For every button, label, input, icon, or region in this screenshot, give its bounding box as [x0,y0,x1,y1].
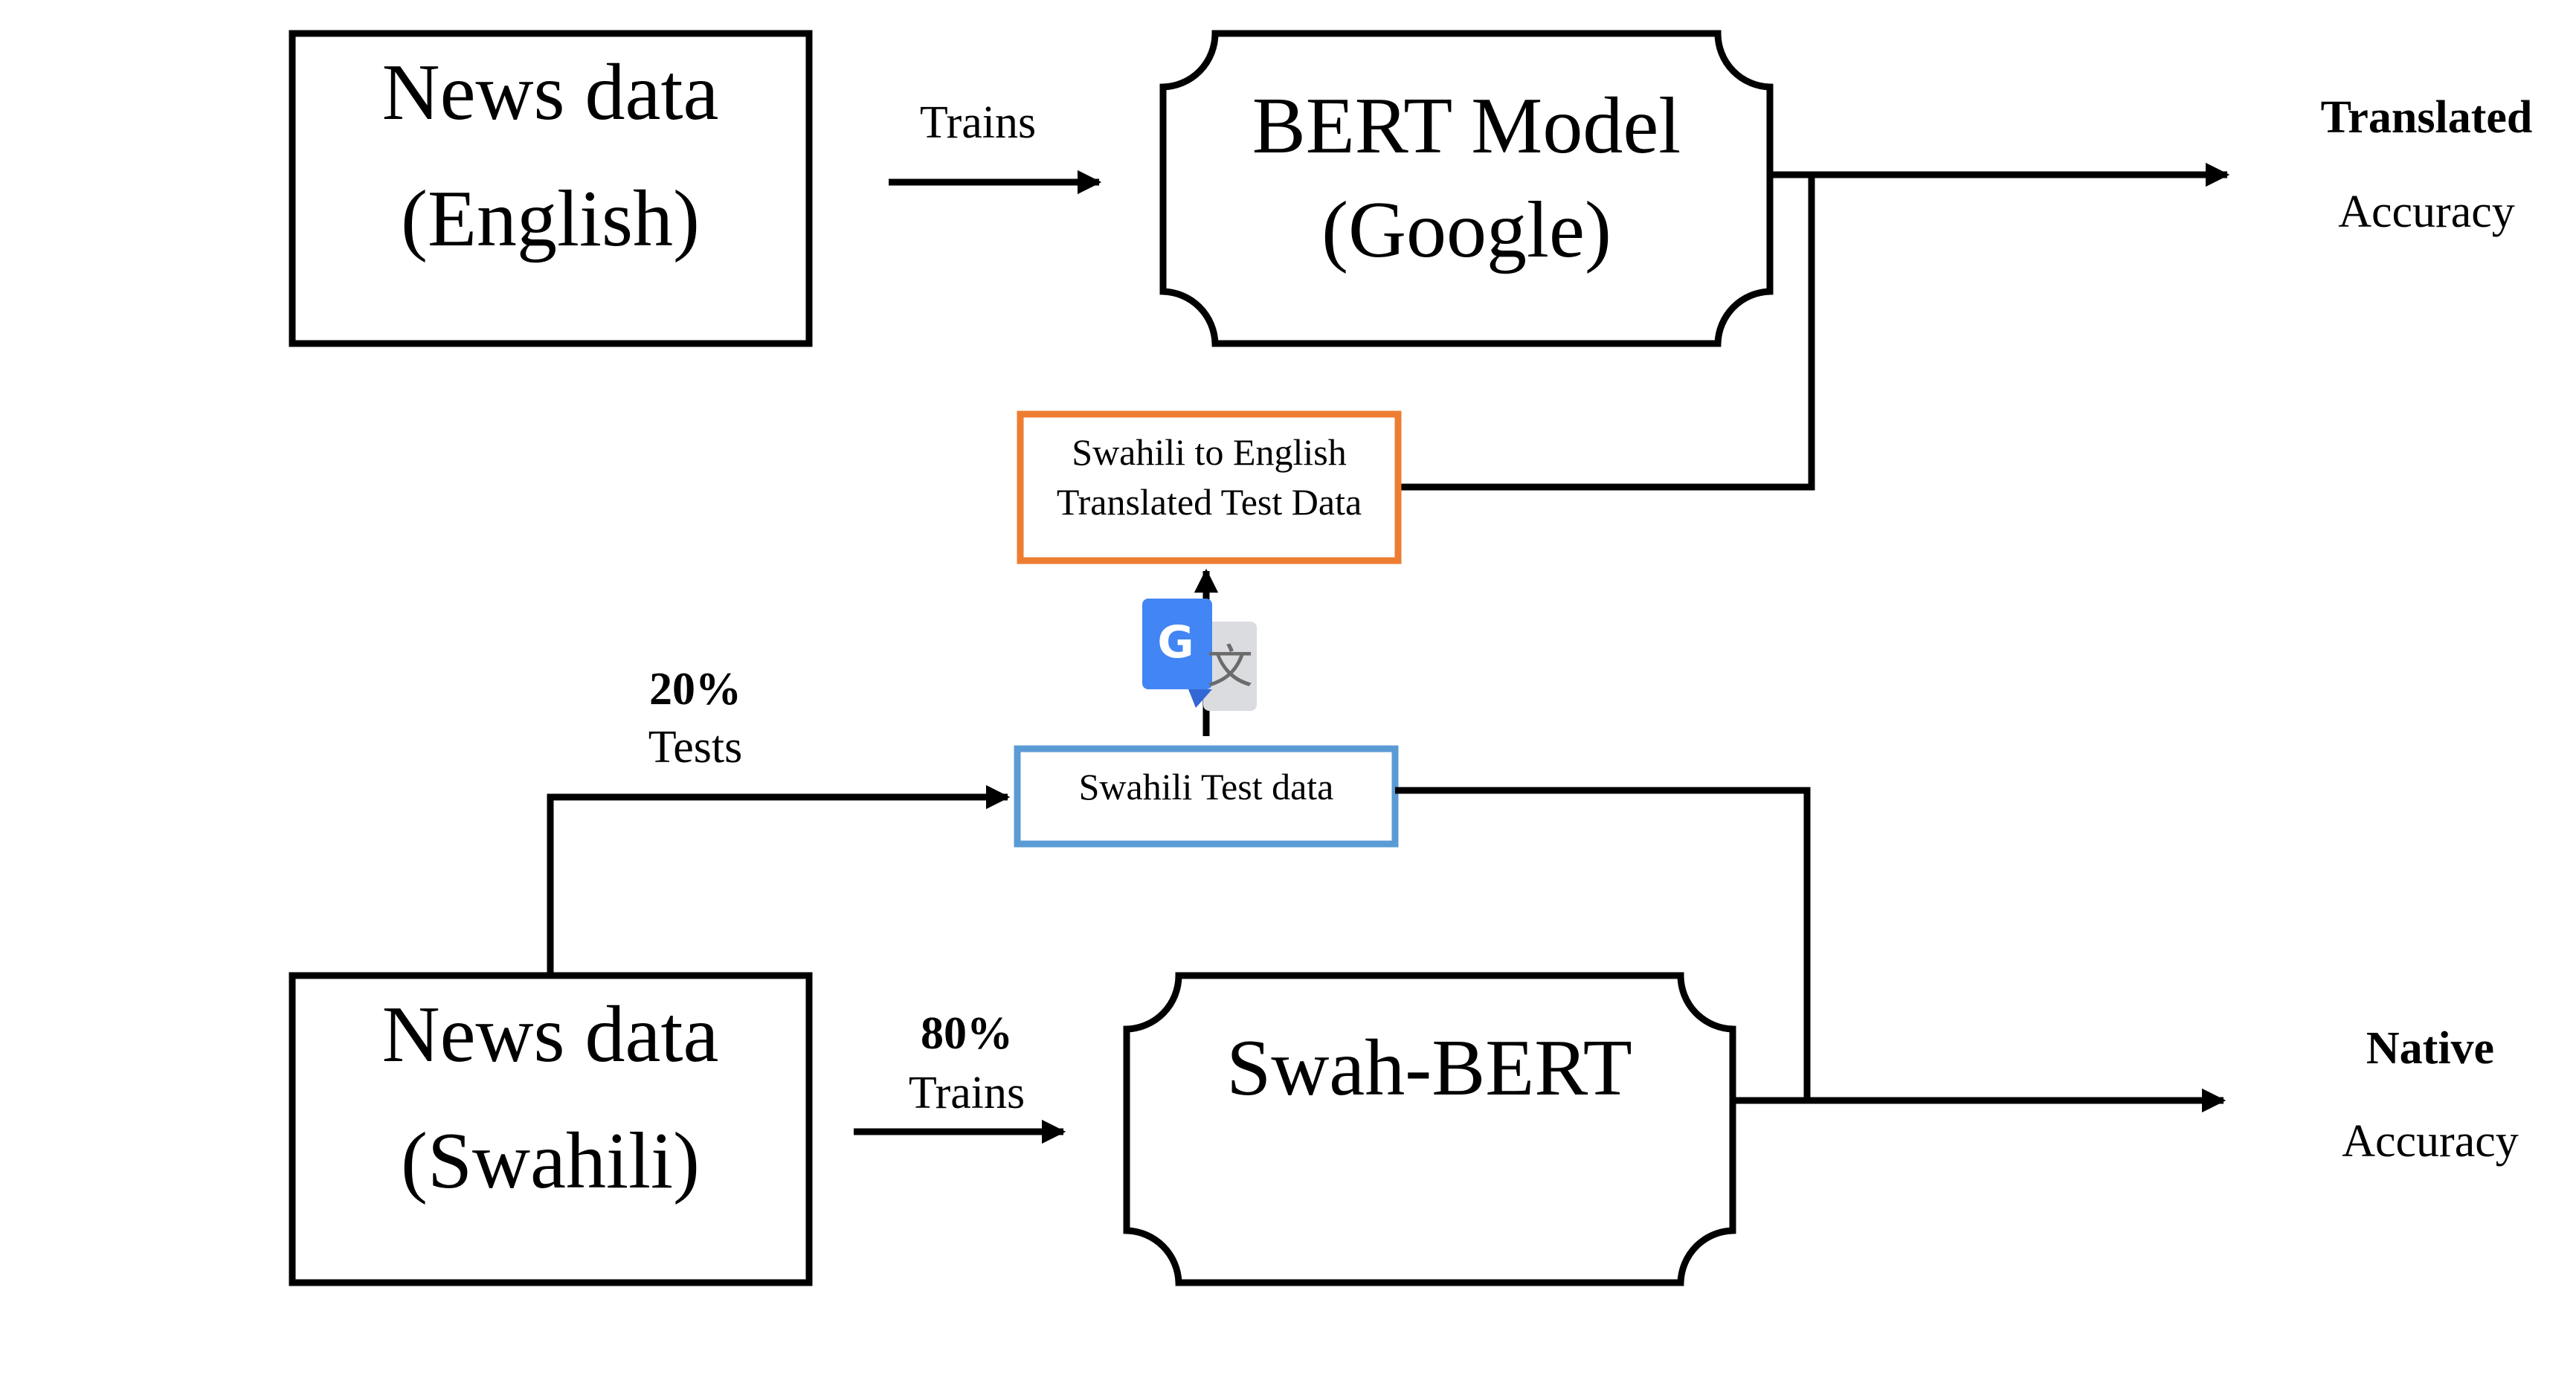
svg-text:G: G [1157,616,1194,668]
translated-accuracy-output: Translated Accuracy [1398,92,2533,491]
swahili-test-label: Swahili Test data [1079,766,1334,808]
native-title: Native [2366,1023,2494,1074]
news-english-line2: (English) [401,175,700,263]
translate-glyph: 文 [1207,639,1253,694]
swahili-test-data-node: Swahili Test data [1014,745,1399,848]
trains-top-edge: Trains [889,97,1102,195]
swah-bert-label: Swah-BERT [1226,1024,1632,1112]
trains-bottom-edge: 80% Trains [854,1008,1066,1144]
native-subtitle: Accuracy [2342,1116,2519,1167]
native-accuracy-output: Native Accuracy [1733,1023,2519,1167]
translated-test-data-node: Swahili to English Translated Test Data [1017,410,1402,564]
trains-top-label: Trains [920,97,1036,148]
news-data-english-node: News data (English) [289,30,813,347]
news-data-swahili-node: News data (Swahili) [289,972,813,1286]
news-swahili-line2: (Swahili) [401,1117,700,1205]
translated-title: Translated [2321,92,2533,143]
tests-split-edge: 20% Tests [547,664,1011,976]
swahili-test-connector [1395,787,1811,1100]
news-swahili-line1: News data [382,990,719,1079]
translated-subtitle: Accuracy [2338,187,2515,237]
bert-google-node: BERT Model (Google) [1159,30,1774,347]
bert-google-line1: BERT Model [1252,82,1681,170]
swah-bert-node: Swah-BERT [1123,972,1736,1286]
tests-label: Tests [648,722,743,773]
tests-percent: 20% [649,664,741,715]
trains-bottom-percent: 80% [921,1008,1013,1059]
news-english-line1: News data [382,48,719,137]
translated-test-line1: Swahili to English [1072,431,1346,473]
translated-test-line2: Translated Test Data [1057,481,1362,523]
bert-google-line2: (Google) [1321,186,1611,274]
google-translate-icon: G 文 [1142,599,1257,711]
trains-bottom-label: Trains [909,1068,1025,1118]
